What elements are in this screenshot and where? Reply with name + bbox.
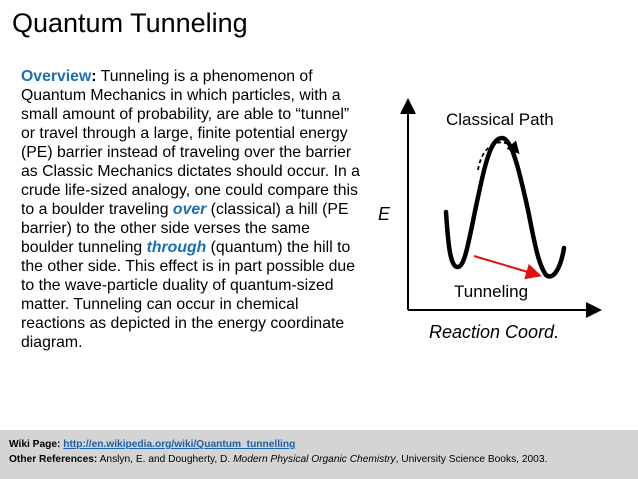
overview-over-word: over	[172, 201, 207, 218]
energy-curve	[443, 135, 567, 279]
tunneling-arrow	[473, 255, 542, 280]
overview-colon: :	[91, 68, 97, 85]
references-line: Other References: Anslyn, E. and Dougher…	[9, 452, 638, 467]
overview-text-2: (classical) a hill (PE barrier) to the o…	[21, 201, 349, 256]
references-label: Other References:	[9, 454, 98, 465]
wiki-link[interactable]: http://en.wikipedia.org/wiki/Quantum_tun…	[63, 439, 296, 450]
references-book-title: Modern Physical Organic Chemistry	[233, 454, 396, 465]
wiki-label: Wiki Page:	[9, 439, 61, 450]
overview-heading: Overview	[21, 68, 92, 85]
classical-path-arrow	[477, 140, 520, 171]
wiki-line: Wiki Page: http://en.wikipedia.org/wiki/…	[9, 437, 638, 452]
slide-title: Quantum Tunneling	[12, 8, 248, 38]
overview-text-1: Tunneling is a phenomenon of Quantum Mec…	[21, 68, 360, 218]
overview-text-3: (quantum) the hill to the other side. Th…	[21, 239, 355, 351]
footer-references: Wiki Page: http://en.wikipedia.org/wiki/…	[0, 430, 638, 479]
tunneling-label: Tunneling	[454, 282, 528, 301]
energy-coordinate-diagram: Classical Path Tunneling E Reaction Coor…	[378, 98, 602, 342]
overview-through-word: through	[146, 239, 207, 256]
x-axis-label: Reaction Coord.	[429, 322, 559, 342]
classical-path-label: Classical Path	[446, 110, 554, 129]
y-axis-label: E	[378, 204, 391, 224]
overview-paragraph: Overview: Tunneling is a phenomenon of Q…	[21, 67, 361, 352]
references-publisher: , University Science Books, 2003.	[395, 454, 548, 465]
references-authors: Anslyn, E. and Dougherty, D.	[99, 454, 234, 465]
